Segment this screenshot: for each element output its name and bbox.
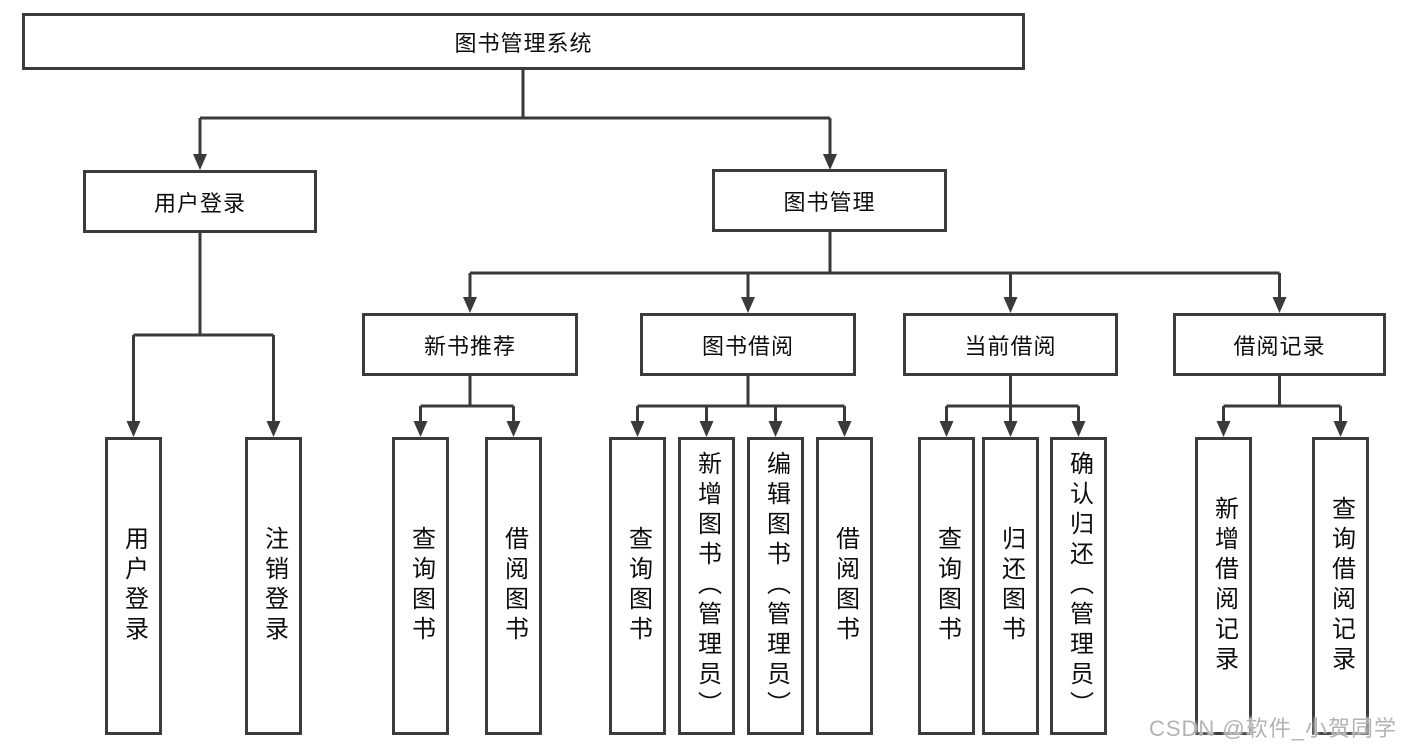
arrowhead-icon xyxy=(699,421,714,437)
leaf-query-book-1-label: 查询图书 xyxy=(407,526,435,646)
leaf-confirm-return-admin-label: 确认归还（管理员） xyxy=(1065,451,1093,721)
arrowhead-icon xyxy=(266,421,281,437)
node-book-management-label: 图书管理 xyxy=(783,189,876,215)
node-user-login-label: 用户登录 xyxy=(153,190,246,216)
connector-new_book_rec xyxy=(419,376,515,424)
node-user-login: 用户登录 xyxy=(83,170,317,233)
connector-current_borrow xyxy=(945,376,1080,424)
leaf-add-borrow-record: 新增借阅记录 xyxy=(1195,437,1252,735)
leaf-borrow-book-2: 借阅图书 xyxy=(816,437,873,735)
arrowhead-icon xyxy=(463,297,477,313)
arrowhead-icon xyxy=(1071,421,1086,437)
leaf-add-borrow-record-label: 新增借阅记录 xyxy=(1210,496,1238,676)
node-borrowing-records-label: 借阅记录 xyxy=(1233,333,1326,359)
leaf-user-login: 用户登录 xyxy=(105,437,162,735)
node-borrowing-records: 借阅记录 xyxy=(1173,313,1386,376)
arrowhead-icon xyxy=(741,297,755,313)
leaf-borrow-book-2-label: 借阅图书 xyxy=(831,526,859,646)
node-book-borrowing: 图书借阅 xyxy=(640,313,856,376)
arrowhead-icon xyxy=(1003,421,1018,437)
node-root: 图书管理系统 xyxy=(22,13,1025,70)
leaf-logout: 注销登录 xyxy=(245,437,302,735)
arrowhead-icon xyxy=(413,421,428,437)
arrowhead-icon xyxy=(837,421,852,437)
arrowhead-icon xyxy=(506,421,521,437)
connector-root xyxy=(198,70,832,157)
arrowhead-icon xyxy=(1272,297,1287,313)
leaf-return-book-label: 归还图书 xyxy=(997,526,1025,646)
arrowhead-icon xyxy=(1216,421,1231,437)
connector-user_login xyxy=(132,233,275,424)
leaf-query-borrow-record-label: 查询借阅记录 xyxy=(1327,496,1355,676)
leaf-logout-label: 注销登录 xyxy=(260,526,288,646)
node-book-borrowing-label: 图书借阅 xyxy=(701,333,794,359)
leaf-return-book: 归还图书 xyxy=(982,437,1039,735)
arrowhead-icon xyxy=(1003,297,1018,313)
leaf-confirm-return-admin: 确认归还（管理员） xyxy=(1050,437,1107,735)
connector-borrow_records xyxy=(1222,376,1342,424)
leaf-edit-book-admin: 编辑图书（管理员） xyxy=(747,437,804,735)
leaf-query-book-3-label: 查询图书 xyxy=(933,526,961,646)
node-new-book-recommendation: 新书推荐 xyxy=(362,313,578,376)
watermark: CSDN @软件_小贺同学 xyxy=(1148,716,1397,741)
node-current-borrowing: 当前借阅 xyxy=(903,313,1118,376)
arrowhead-icon xyxy=(126,421,141,437)
leaf-edit-book-admin-label: 编辑图书（管理员） xyxy=(762,451,790,721)
connector-book_borrow xyxy=(636,376,846,424)
arrowhead-icon xyxy=(823,154,837,170)
leaf-borrow-book-1: 借阅图书 xyxy=(485,437,542,735)
leaf-borrow-book-1-label: 借阅图书 xyxy=(500,526,528,646)
arrowhead-icon xyxy=(939,421,954,437)
leaf-query-borrow-record: 查询借阅记录 xyxy=(1312,437,1369,735)
leaf-add-book-admin-label: 新增图书（管理员） xyxy=(693,451,721,721)
node-book-management: 图书管理 xyxy=(712,169,947,232)
leaf-user-login-label: 用户登录 xyxy=(120,526,148,646)
arrowhead-icon xyxy=(630,421,645,437)
node-root-label: 图书管理系统 xyxy=(454,30,593,56)
leaf-query-book-2: 查询图书 xyxy=(609,437,666,735)
node-new-book-recommendation-label: 新书推荐 xyxy=(423,333,516,359)
leaf-add-book-admin: 新增图书（管理员） xyxy=(678,437,735,735)
arrowhead-icon xyxy=(1333,421,1348,437)
connector-book_mgmt xyxy=(468,232,1281,300)
arrowhead-icon xyxy=(193,154,207,170)
leaf-query-book-2-label: 查询图书 xyxy=(624,526,652,646)
node-current-borrowing-label: 当前借阅 xyxy=(964,333,1057,359)
leaf-query-book-3: 查询图书 xyxy=(918,437,975,735)
leaf-query-book-1: 查询图书 xyxy=(392,437,449,735)
arrowhead-icon xyxy=(768,421,783,437)
